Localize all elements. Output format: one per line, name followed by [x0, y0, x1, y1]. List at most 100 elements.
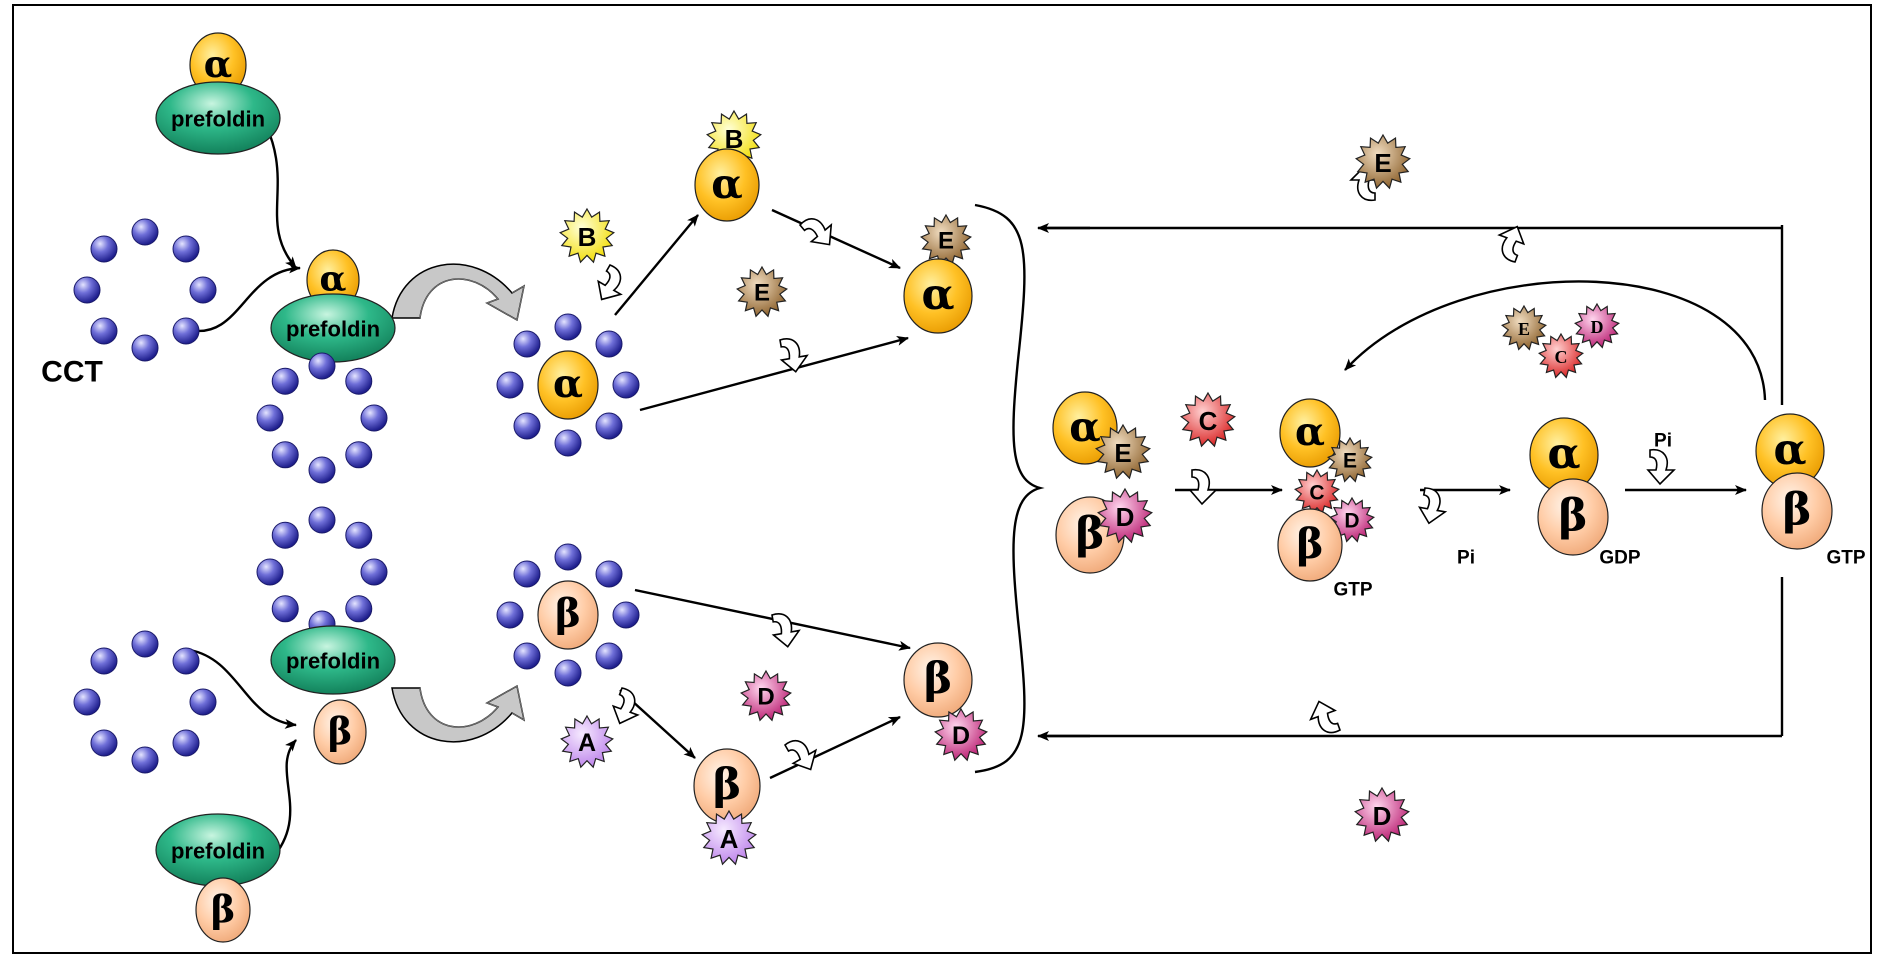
diagram-frame	[12, 4, 1872, 954]
cct-subunit-bead	[554, 543, 582, 571]
cofactor-c-label: C	[1309, 482, 1324, 505]
cofactor-e-badge	[1501, 304, 1547, 351]
cct-subunit-bead	[308, 352, 336, 380]
cofactor-a-label: A	[578, 729, 596, 757]
cct-subunit-bead	[189, 276, 217, 304]
cct-subunit-bead	[73, 688, 101, 716]
cct-subunit-bead	[131, 218, 159, 246]
alpha-tubulin-subunit	[903, 258, 973, 334]
beta-tubulin-subunit	[1761, 472, 1833, 550]
alpha-tubulin-subunit	[1052, 391, 1118, 465]
cofactor-c-uptake-hook	[1188, 468, 1218, 506]
beta-symbol: β	[924, 654, 953, 704]
cofactor-e-label: E	[1114, 438, 1131, 468]
cct-subunit-bead	[131, 630, 159, 658]
molecule-nodes: αprefoldinCCTαprefoldinαBBαEEαprefoldinβ…	[41, 32, 1866, 943]
cofactor-e-badge	[736, 265, 788, 318]
cct-subunit-bead	[90, 317, 118, 345]
beta-tubulin-subunit	[1537, 478, 1609, 556]
cofactor-e-badge	[920, 213, 972, 266]
alpha-tubulin-subunit	[694, 148, 760, 222]
cofactor-a-release-hook	[783, 740, 818, 771]
cofactor-c-label: C	[1555, 347, 1568, 367]
cofactor-a-uptake-hook	[611, 687, 640, 725]
cct-subunit-bead	[90, 729, 118, 757]
beta-tubulin-subunit	[537, 580, 599, 650]
alpha-symbol: α	[1295, 409, 1325, 455]
alpha-tubulin-subunit	[537, 350, 599, 420]
cofactor-e-label: E	[754, 280, 770, 307]
cofactor-d-uptake-hook	[771, 613, 801, 648]
cofactor-c-badge	[1179, 391, 1237, 448]
alpha-symbol: α	[1547, 429, 1580, 479]
alpha-b-to-alpha-e-arrow	[771, 208, 901, 270]
cct-subunit-bead	[308, 506, 336, 534]
cct-subunit-bead	[595, 330, 623, 358]
alpha-symbol: α	[1773, 425, 1806, 475]
pi-uptake-hook	[1646, 448, 1676, 486]
beta-tubulin-subunit	[195, 877, 251, 943]
cct-subunit-bead	[345, 521, 373, 549]
cct-subunit-bead	[360, 558, 388, 586]
cofactor-a-badge	[700, 809, 758, 866]
beta-symbol: β	[1782, 485, 1811, 536]
beta-tubulin-subunit	[313, 699, 367, 765]
cct-alpha-transfer-curl	[391, 263, 526, 322]
beta-symbol: β	[1075, 509, 1104, 560]
cofactor-d-label: D	[1116, 502, 1135, 532]
alpha-symbol: α	[553, 361, 583, 407]
cct-subunit-bead	[271, 441, 299, 469]
prefoldin-label: prefoldin	[286, 649, 380, 674]
cofactor-e-badge	[1094, 423, 1152, 480]
cofactor-e-badge	[1354, 133, 1412, 190]
cct-subunit-bead	[595, 412, 623, 440]
cofactor-b-uptake-hook	[597, 263, 623, 301]
cofactor-d-badge	[740, 669, 792, 722]
cofactor-d-return-hook	[1309, 700, 1341, 734]
cct-subunit-bead	[73, 276, 101, 304]
cct-subunit-bead	[271, 367, 299, 395]
cofactor-c-badge	[1294, 468, 1340, 515]
cct-subunit-bead	[90, 647, 118, 675]
gtp-label: GTP	[1333, 580, 1372, 601]
cct-subunit-bead	[496, 601, 524, 629]
alpha-symbol: α	[921, 270, 954, 320]
alpha-symbol: α	[204, 42, 232, 86]
pi-release-hook	[1417, 487, 1448, 525]
prefoldin-beta-binding-arrow	[274, 739, 297, 856]
cofactor-d-badge	[1574, 302, 1620, 349]
beta-symbol: β	[1296, 520, 1323, 568]
cct-subunit-bead	[513, 560, 541, 588]
cofactor-d-badge	[1329, 496, 1375, 543]
cofactor-b-label: B	[725, 124, 744, 154]
cofactor-c-label: C	[1199, 406, 1218, 436]
pi-label-released: Pi	[1457, 548, 1475, 569]
beta-symbol: β	[211, 887, 236, 931]
alpha-symbol: α	[1069, 403, 1101, 451]
cct-subunit-bead	[271, 521, 299, 549]
cct-subunit-bead	[131, 746, 159, 774]
cct-subunit-bead	[189, 688, 217, 716]
pi-label-bound: Pi	[1654, 431, 1672, 452]
cct-subunit-bead	[595, 642, 623, 670]
cct-subunit-bead	[360, 404, 388, 432]
cct-subunit-bead	[172, 235, 200, 263]
cct-subunit-bead	[345, 441, 373, 469]
cofactor-d-label: D	[1591, 317, 1604, 337]
cofactor-b-label: B	[578, 222, 597, 252]
cct-alpha-to-alpha-e-arrow	[639, 336, 909, 412]
beta-a-to-beta-d-arrow	[769, 715, 901, 780]
cct-subunit-bead	[172, 317, 200, 345]
cct-subunit-bead	[345, 595, 373, 623]
beta-symbol: β	[1558, 491, 1587, 542]
cofactor-d-label: D	[1344, 510, 1359, 533]
cct-subunit-bead	[612, 371, 640, 399]
beta-symbol: β	[713, 760, 742, 810]
cofactor-d-label: D	[952, 722, 970, 750]
cct-subunit-bead	[554, 429, 582, 457]
cct-to-prefoldin-beta-arrow	[189, 648, 297, 729]
cct-label: CCT	[41, 356, 103, 389]
cct-beta-transfer-curl	[391, 684, 526, 743]
